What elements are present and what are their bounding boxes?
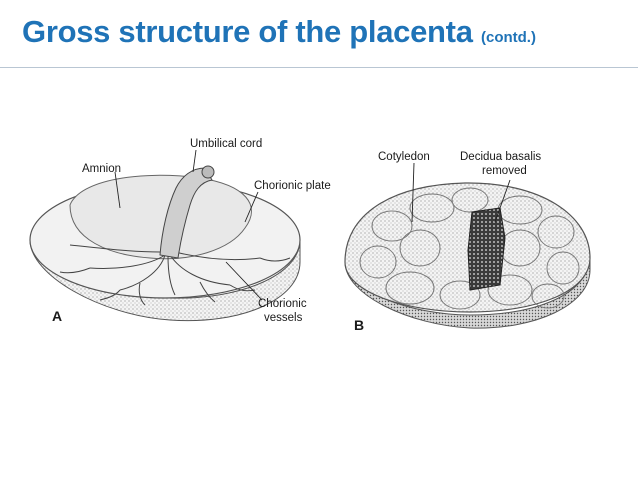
slide-title: Gross structure of the placenta (contd.) [22, 14, 536, 50]
amnion-sac [69, 174, 252, 260]
title-divider [0, 67, 638, 68]
label-decidua-basalis: Decidua basalis [460, 151, 541, 163]
title-text: Gross structure of the placenta [22, 14, 473, 49]
figure-a: Umbilical cord Amnion Chorionic plate Ch… [29, 138, 331, 324]
panel-label-b: B [354, 317, 364, 333]
panel-label-a: A [52, 308, 62, 324]
label-removed: removed [482, 165, 527, 177]
label-chorionic-plate: Chorionic plate [254, 180, 331, 192]
chorionic-vessels [59, 244, 291, 306]
label-chorionic-vessels-2: vessels [264, 312, 303, 324]
label-umbilical-cord: Umbilical cord [190, 138, 262, 150]
label-amnion: Amnion [82, 163, 121, 175]
label-cotyledon: Cotyledon [378, 151, 430, 163]
decidua-removed-patch [467, 207, 506, 291]
cotyledon-lobes [359, 187, 580, 310]
label-chorionic-vessels-1: Chorionic [258, 298, 307, 310]
title-subtitle: (contd.) [480, 29, 536, 46]
figure-b: Cotyledon Decidua basalis removed B [344, 151, 591, 333]
